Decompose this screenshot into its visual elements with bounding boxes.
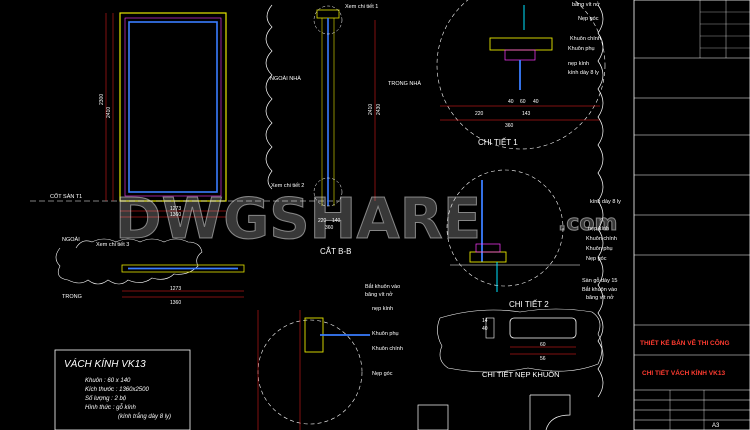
detail-1: 220 143 360 40 60 40 băng vít nở Nẹp góc…	[436, 0, 606, 150]
detail1-frame-sub	[504, 49, 536, 61]
info-line-3: Hình thức : gỗ kính	[85, 404, 136, 411]
nep-khuon-profile	[509, 317, 577, 339]
tb-drawing: CHI TIẾT VÁCH KÍNH VK13	[642, 367, 725, 377]
dim-r2: 2430	[376, 104, 382, 115]
section-dim-b: 140	[332, 218, 341, 224]
section-bb: 2410 2430 Xem chi tiết 1 Xem chi tiết 2 …	[271, 4, 382, 256]
detail3-labels: Bắt khuôn vào băng vít nở nẹp kính Khuôn…	[365, 283, 403, 377]
floor-label: CỐT SÀN T1	[50, 193, 82, 200]
info-line-0: Khuôn : 60 x 140	[85, 378, 131, 384]
dim-w2: 1360	[170, 212, 181, 218]
detail-2: kính dày 8 ly nẹp kính Khuôn chính Khuôn…	[446, 169, 621, 309]
info-title: VÁCH KÍNH VK13	[64, 357, 146, 370]
detail2-label-6: Bắt khuôn vào	[582, 286, 617, 293]
inside-label: TRONG NHÀ	[388, 80, 421, 87]
detail2-label-7: băng vít nở	[586, 294, 614, 301]
info-box-border	[54, 349, 191, 430]
title-block: THIẾT KẾ BẢN VẼ THI CÔNG CHI TIẾT VÁCH K…	[633, 0, 750, 430]
nep-dim-a: 60	[540, 342, 546, 348]
detail1-labels: băng vít nở Nẹp góc Khuôn chính Khuôn ph…	[568, 1, 601, 76]
detail2-label-5: Sàn gỗ dày 15	[582, 277, 617, 284]
revision-cloud-left	[265, 4, 273, 190]
nep-dim-d: 14	[482, 318, 488, 324]
section-dim-a: 220	[318, 218, 327, 224]
nep-dim-c: 40	[482, 326, 488, 332]
detail1-dim-a: 220	[475, 111, 484, 117]
detail-3: Bắt khuôn vào băng vít nở nẹp kính Khuôn…	[257, 283, 571, 430]
nep-khuon-detail: 60 56 40 14 CHI TIẾT NẸP KHUÔN	[437, 308, 603, 379]
detail2-circle	[446, 169, 564, 287]
detail3-label-4: Khuôn chính	[372, 346, 403, 352]
detail3-label-0: Bắt khuôn vào	[365, 283, 400, 290]
detail1-circle	[436, 0, 606, 150]
detail3-label-2: nẹp kính	[372, 306, 393, 312]
detail1-dim-f: 40	[533, 99, 539, 105]
info-line-4: (kính trắng dày 8 ly)	[118, 413, 171, 420]
detail2-labels: kính dày 8 ly nẹp kính Khuôn chính Khuôn…	[582, 199, 621, 301]
dim-w1: 1273	[170, 206, 181, 212]
dim-h1: 2300	[99, 94, 105, 105]
door-outer-frame	[119, 12, 227, 202]
detail1-label-3: Khuôn phụ	[568, 46, 595, 52]
nep-khuon-title: CHI TIẾT NẸP KHUÔN	[482, 369, 560, 379]
detail2-title: CHI TIẾT 2	[509, 299, 549, 309]
plan-dim-w1: 1273	[170, 286, 181, 292]
section-dim-c: 360	[325, 225, 334, 231]
callout-bottom-text: Xem chi tiết 2	[271, 183, 304, 189]
detail1-title: CHI TIẾT 1	[478, 137, 518, 147]
watermark-suffix: .com	[558, 211, 617, 236]
detail3-label-3: Khuôn phụ	[372, 331, 399, 337]
detail1-frame-main	[489, 37, 553, 51]
detail2-label-2: Khuôn chính	[586, 236, 617, 242]
detail2-frame-sub	[475, 243, 501, 253]
watermark: DWGSHARE	[115, 187, 481, 252]
detail2-label-4: Nẹp góc	[586, 256, 607, 262]
revision-cloud-right	[597, 4, 604, 398]
info-line-2: Số lượng : 2 bộ	[85, 395, 127, 402]
info-box: VÁCH KÍNH VK13 Khuôn : 60 x 140 Kích thư…	[54, 349, 191, 430]
callout-circle-bottom	[313, 177, 343, 207]
detail2-label-3: Khuôn phụ	[586, 246, 613, 252]
plan-callout: Xem chi tiết 3	[96, 242, 129, 248]
dim-r1: 2410	[368, 104, 374, 115]
detail2-frame-main	[469, 251, 507, 263]
plan-view: 1273 1360 NGOÀI TRONG Xem chi tiết 3	[55, 236, 245, 306]
section-title: CẮT B-B	[320, 247, 351, 256]
info-line-1: Kích thước : 1360x2500	[85, 387, 149, 393]
detail1-dim-d: 40	[508, 99, 514, 105]
detail2-label-0: kính dày 8 ly	[590, 199, 621, 205]
plan-cloud	[55, 238, 203, 285]
detail3-profile-a	[417, 404, 449, 430]
detail1-label-5: kính dày 8 ly	[568, 70, 599, 76]
door-elevation: 2300 2410 1273 1360 CỐT SÀN T1	[30, 12, 340, 218]
plan-inside: TRONG	[62, 294, 82, 300]
callout-top-text: Xem chi tiết 1	[345, 4, 378, 10]
outside-label: NGOÀI NHÀ	[270, 75, 301, 82]
nep-dim-b: 56	[540, 356, 546, 362]
detail3-label-5: Nẹp góc	[372, 371, 393, 377]
plan-frame	[121, 264, 245, 273]
callout-circle-top	[313, 5, 343, 35]
detail1-label-2: Khuôn chính	[570, 36, 601, 42]
detail1-dim-b: 143	[522, 111, 531, 117]
detail1-label-4: nẹp kính	[568, 61, 589, 67]
detail3-profile-b	[529, 394, 571, 430]
glass-panel	[128, 21, 218, 193]
section-head	[316, 9, 340, 19]
detail1-dim-e: 60	[520, 99, 526, 105]
plan-outside: NGOÀI	[62, 236, 80, 243]
detail3-label-1: băng vít nở	[365, 291, 393, 298]
tb-sheet-size: A3	[712, 423, 720, 429]
door-inner-frame	[124, 17, 222, 197]
plan-dim-w2: 1360	[170, 300, 181, 306]
detail1-dim-c: 360	[505, 123, 514, 129]
nep-khuon-cloud	[437, 308, 603, 373]
detail1-label-0: băng vít nở	[572, 1, 600, 8]
detail1-label-1: Nẹp góc	[578, 16, 599, 22]
nep-khuon-side	[485, 317, 495, 339]
tb-project: THIẾT KẾ BẢN VẼ THI CÔNG	[640, 337, 730, 347]
detail2-label-1: nẹp kính	[588, 226, 609, 232]
dim-h2: 2410	[106, 107, 112, 118]
